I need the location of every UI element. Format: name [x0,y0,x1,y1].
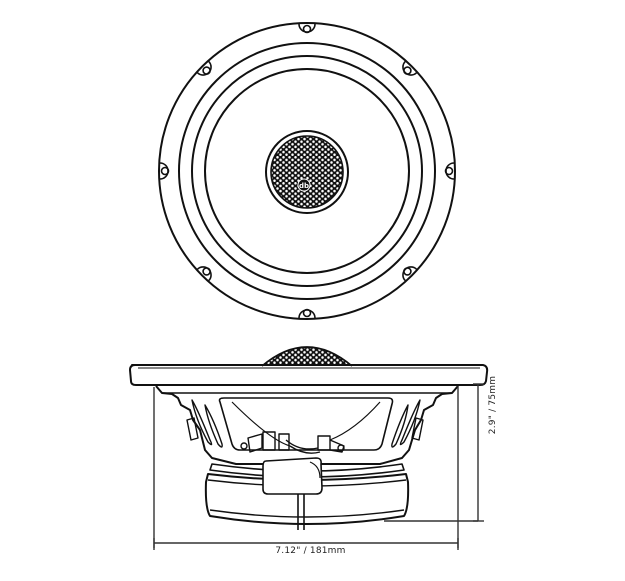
side-flange [129,364,489,386]
side-clip [411,417,424,441]
flange-inner-ring [178,42,436,300]
basket-vent [191,399,213,446]
wire-lead [297,494,305,530]
screw-hole-icon [298,308,316,319]
basket-vent [399,399,421,446]
dimension-lines [153,383,484,550]
basket-window [218,397,394,451]
db-logo-text: db [299,182,309,190]
height-dimension-label: 2.9" / 75mm [488,375,498,435]
screw-hole-icon [196,266,212,282]
screw-hole-icon [402,266,418,282]
db-logo-icon [297,178,311,192]
surround-ring [191,55,423,287]
tweeter [265,130,349,214]
mounting-holes [159,23,455,319]
screw-hole-icon [298,23,316,34]
tweeter-outer-ring [265,130,349,214]
screw-hole-icon [159,162,170,180]
screw-hole-icon [444,162,455,180]
side-clip [186,417,199,441]
basket-vent [204,404,223,448]
width-dimension-label: 7.12" / 181mm [275,546,346,556]
outer-flange-ring [158,22,456,320]
screw-hole-icon [402,60,418,76]
cone-ring [204,68,410,274]
side-view [129,346,489,530]
basket-vent [391,404,409,448]
screw-hole-icon [196,60,212,76]
cable-block [262,457,323,495]
front-view [158,22,456,320]
terminals [240,431,345,454]
tweeter-grille [270,135,344,209]
